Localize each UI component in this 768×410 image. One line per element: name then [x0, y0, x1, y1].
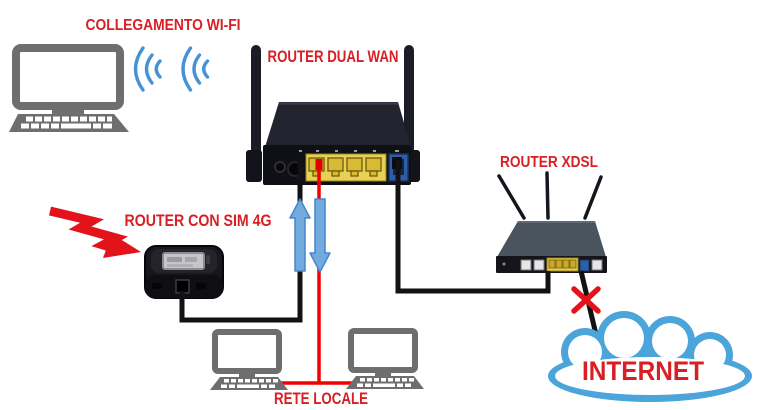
router-top-face [265, 102, 411, 147]
antenna-jack [274, 161, 286, 173]
broken-connection-x-icon [571, 286, 601, 314]
arrow-up-icon [289, 198, 311, 272]
monitor [212, 329, 282, 374]
computer-lan-2 [346, 331, 424, 389]
label-router-dual-wan: ROUTER DUAL WAN [268, 47, 399, 66]
label-rete-locale: RETE LOCALE [274, 390, 368, 408]
internet-cloud: INTERNET [548, 311, 752, 402]
label-router-con-sim-4g: ROUTER CON SIM 4G [125, 211, 272, 230]
router-xdsl [496, 171, 607, 273]
antenna-left [251, 45, 261, 165]
internet-label: INTERNET [582, 356, 704, 386]
label-router-xdsl: ROUTER XDSL [500, 154, 598, 171]
arrow-down-icon [309, 198, 331, 273]
wan-port-blue [579, 259, 590, 272]
wifi-signal-icon [133, 46, 210, 92]
antenna-left [497, 174, 526, 220]
monitor [12, 44, 124, 110]
computer-wifi-client [9, 44, 129, 132]
label-collegamento-wifi: COLLEGAMENTO WI-FI [86, 17, 241, 34]
antenna-right [583, 175, 603, 220]
lightning-bolt-icon [48, 206, 141, 258]
monitor-stand [52, 106, 84, 115]
antenna-middle [545, 171, 550, 220]
computer-lan-1 [210, 329, 288, 390]
cable-dualwan-to-xdsl [395, 160, 551, 294]
keyboard [9, 114, 129, 132]
router-top-face [497, 221, 606, 257]
router-4g [144, 245, 224, 299]
keyboard [210, 377, 288, 390]
